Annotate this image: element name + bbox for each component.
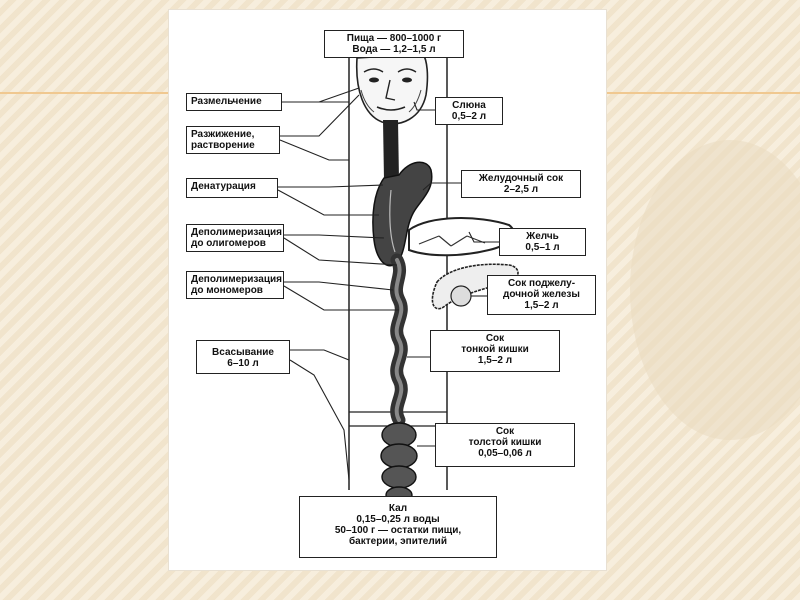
process-box-grinding: Размельчение bbox=[186, 93, 282, 111]
process-connectors bbox=[277, 87, 399, 481]
feces-box: Кал 0,15–0,25 л воды 50–100 г — остатки … bbox=[299, 496, 497, 558]
process-box-absorption: Всасывание 6–10 л bbox=[196, 340, 290, 374]
background-decoration bbox=[630, 140, 800, 440]
secretion-box-large-intestine-juice: Сок толстой кишки 0,05–0,06 л bbox=[435, 423, 575, 467]
stomach bbox=[372, 161, 433, 267]
secretion-box-bile: Желчь 0,5–1 л bbox=[499, 228, 586, 256]
process-box-dilution: Разжижение, растворение bbox=[186, 126, 280, 154]
secretion-connectors bbox=[407, 101, 499, 447]
process-box-depolymerization-oligomers: Деполимеризация до олигомеров bbox=[186, 224, 284, 252]
liver bbox=[408, 217, 515, 257]
intake-food: Пища — 800–1000 г bbox=[346, 33, 442, 44]
intake-water: Вода — 1,2–1,5 л bbox=[352, 44, 436, 55]
secretion-box-gastric-juice: Желудочный сок 2–2,5 л bbox=[461, 170, 581, 198]
process-box-denaturation: Денатурация bbox=[186, 178, 278, 198]
process-box-depolymerization-monomers: Деполимеризация до мономеров bbox=[186, 271, 284, 299]
secretion-box-saliva: Слюна 0,5–2 л bbox=[435, 97, 503, 125]
slide-content: Пища — 800–1000 г Вода — 1,2–1,5 л Разме… bbox=[169, 10, 606, 570]
large-intestine bbox=[380, 422, 418, 504]
secretion-box-pancreatic-juice: Сок поджелу- дочной железы 1,5–2 л bbox=[487, 275, 596, 315]
head-illustration bbox=[355, 53, 429, 125]
esophagus bbox=[383, 120, 399, 180]
intake-box: Пища — 800–1000 г Вода — 1,2–1,5 л bbox=[324, 30, 464, 58]
secretion-box-small-intestine-juice: Сок тонкой кишки 1,5–2 л bbox=[430, 330, 560, 372]
